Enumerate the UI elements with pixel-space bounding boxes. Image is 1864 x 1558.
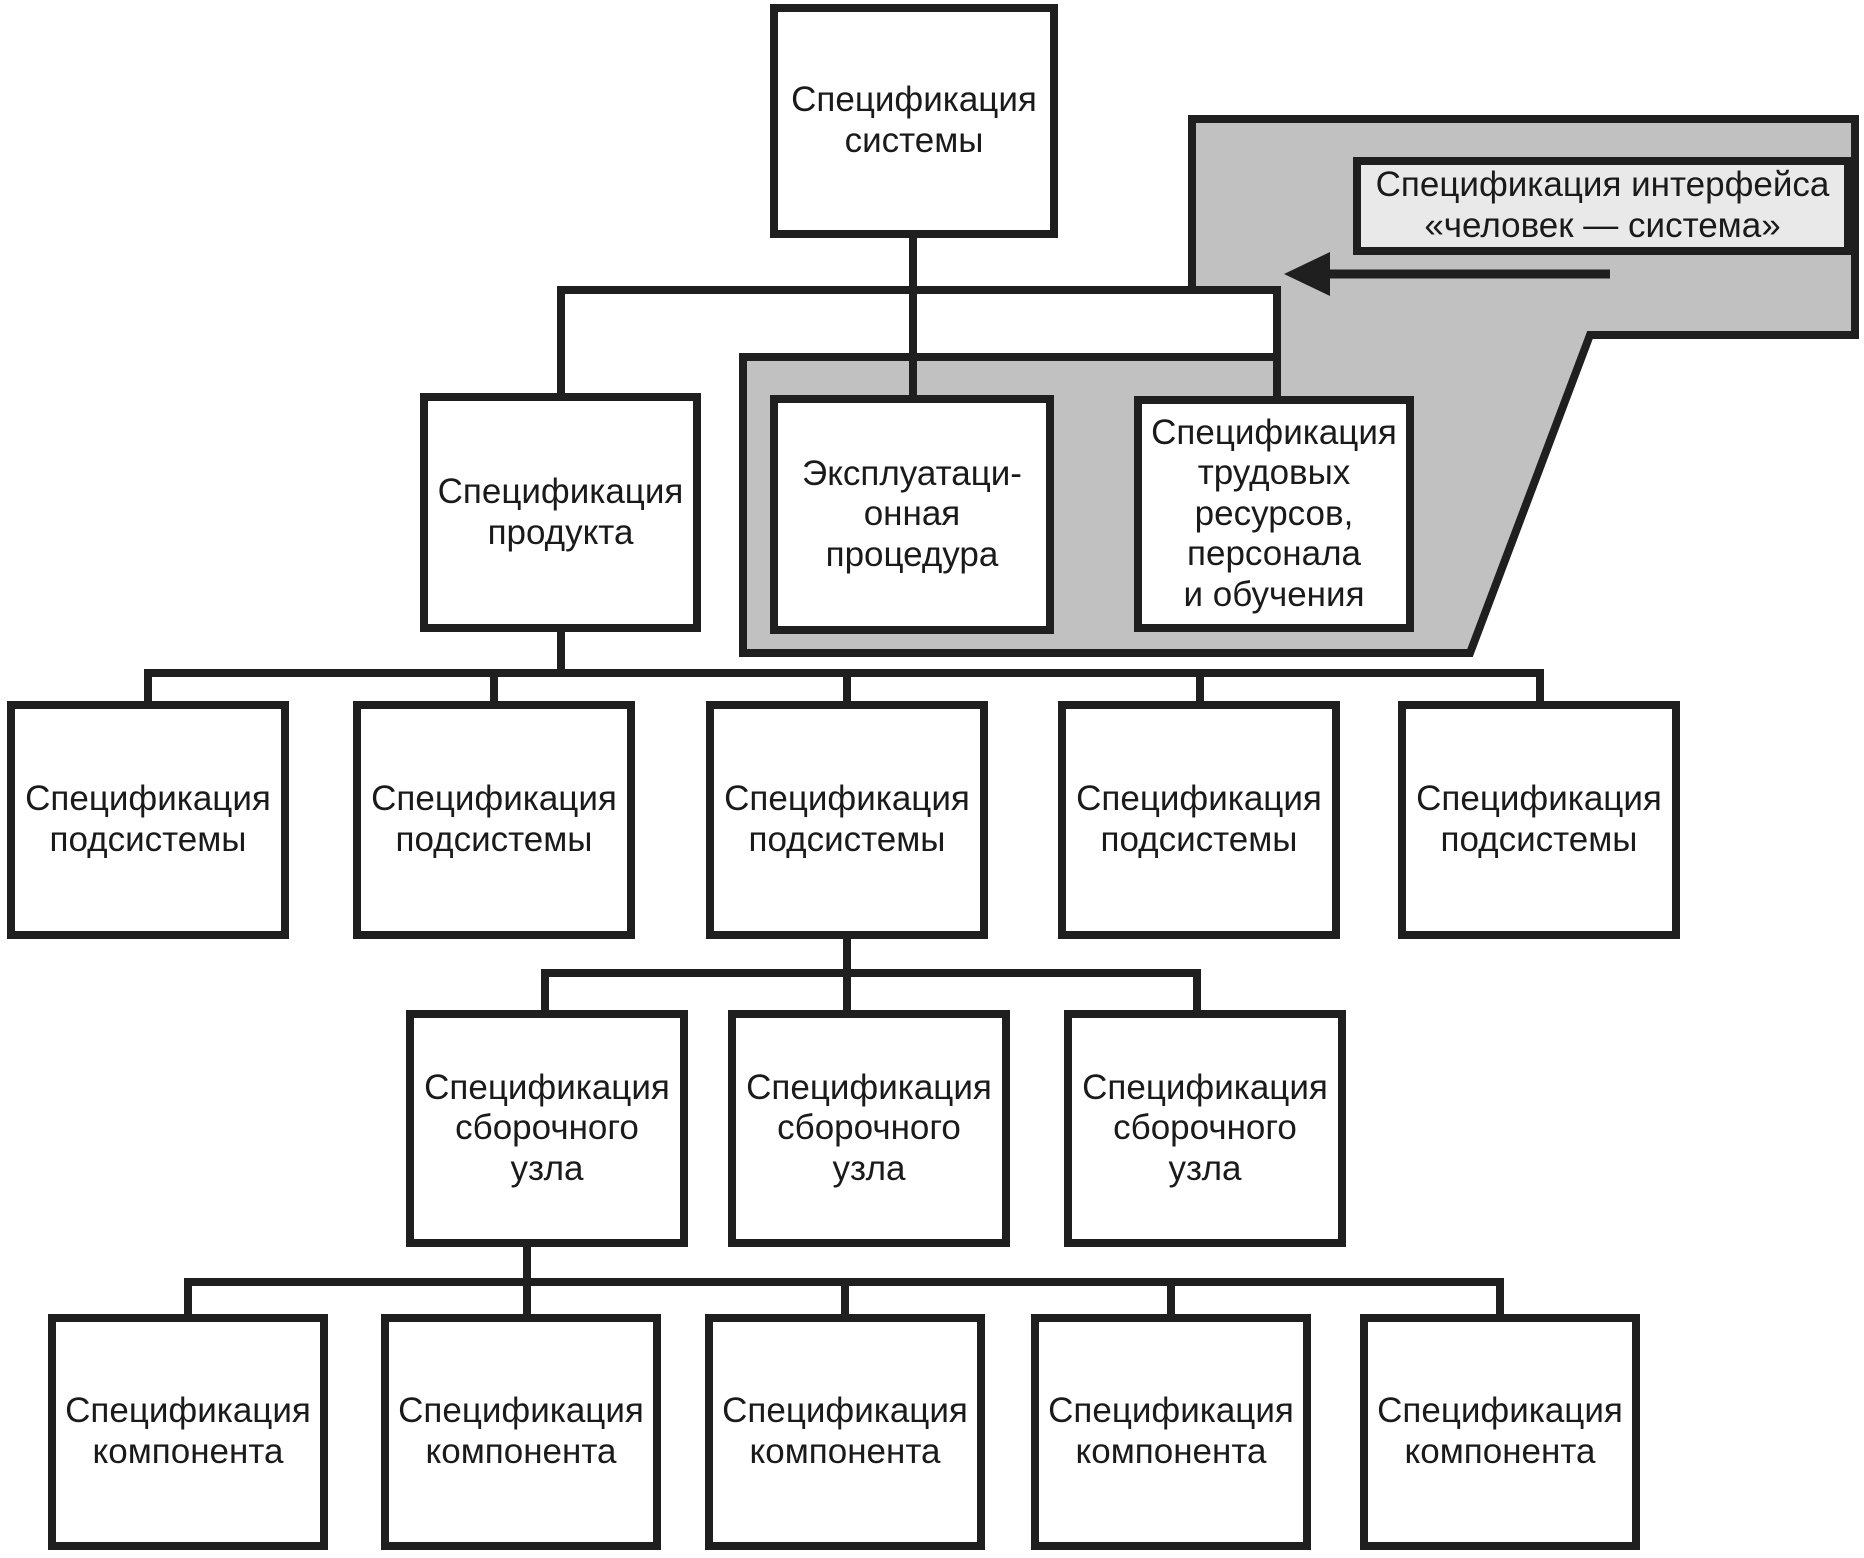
node-component-spec-2: Спецификация компонента (381, 1314, 661, 1550)
node-assembly-spec-3: Спецификация сборочного узла (1064, 1010, 1346, 1247)
node-product-spec: Спецификация продукта (420, 393, 701, 632)
node-assembly-spec-2: Спецификация сборочного узла (728, 1010, 1010, 1247)
node-component-spec-1: Спецификация компонента (48, 1314, 328, 1550)
node-subsystem-spec-5: Спецификация подсистемы (1398, 701, 1680, 939)
connector-level4-bus (541, 969, 1201, 1016)
node-subsystem-spec-1: Спецификация подсистемы (7, 701, 289, 939)
node-component-spec-3: Спецификация компонента (705, 1314, 985, 1550)
node-subsystem-spec-3: Спецификация подсистемы (706, 701, 988, 939)
node-component-spec-4: Спецификация компонента (1031, 1314, 1311, 1550)
node-system-spec: Спецификация системы (770, 4, 1058, 238)
node-subsystem-spec-4: Спецификация подсистемы (1058, 701, 1340, 939)
node-assembly-spec-1: Спецификация сборочного узла (406, 1010, 688, 1247)
connector-level2-rail (557, 286, 1281, 400)
node-subsystem-spec-2: Спецификация подсистемы (353, 701, 635, 939)
node-operational-procedure: Эксплуатаци- онная процедура (770, 395, 1054, 634)
interface-arrow (1284, 252, 1610, 296)
interface-arrow-head (1284, 252, 1330, 296)
callout-human-system-interface: Спецификация интерфейса «человек — систе… (1353, 157, 1852, 255)
node-component-spec-5: Спецификация компонента (1360, 1314, 1640, 1550)
node-labor-resources-spec: Спецификация трудовых ресурсов, персонал… (1134, 396, 1414, 632)
